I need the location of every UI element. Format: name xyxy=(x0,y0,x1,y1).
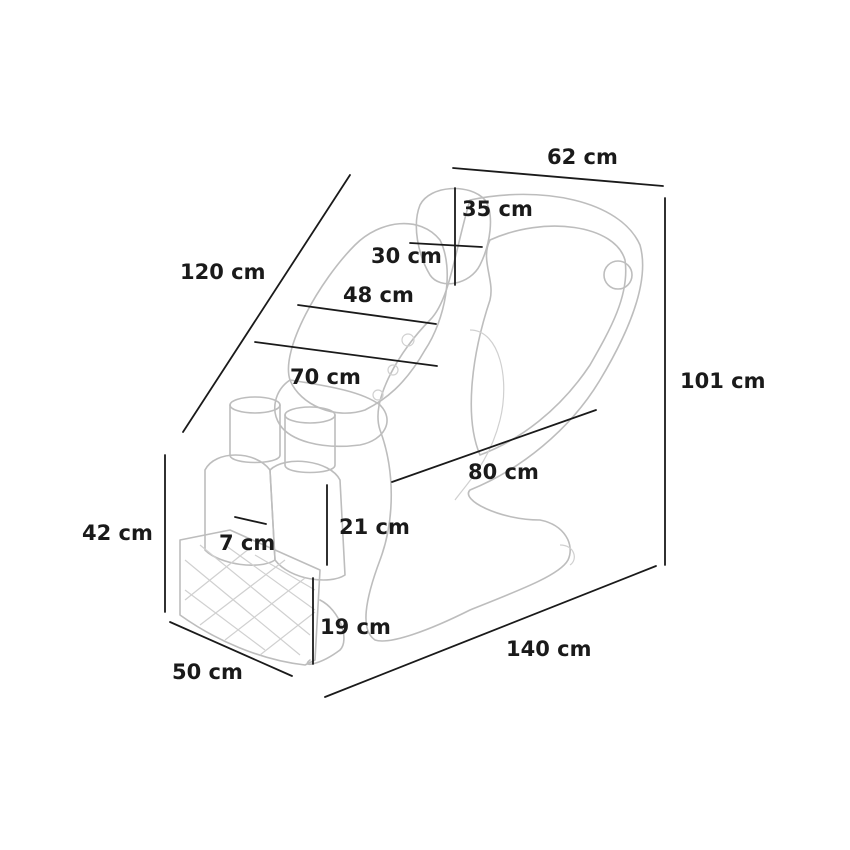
calf-tube-right-top xyxy=(284,406,336,424)
label-head-height: 35 cm xyxy=(462,197,533,221)
chair-outline xyxy=(179,187,644,666)
dim-footrest-width-line xyxy=(169,621,293,677)
label-footrest-height: 19 cm xyxy=(320,615,391,639)
leg-rest-right xyxy=(269,460,346,581)
label-seat-depth: 80 cm xyxy=(468,460,539,484)
roller-1 xyxy=(401,333,415,347)
label-shoulder-width: 48 cm xyxy=(343,283,414,307)
label-backrest-length: 120 cm xyxy=(180,260,265,284)
backrest xyxy=(287,222,448,414)
roller-2 xyxy=(387,364,399,376)
chair-base xyxy=(306,599,345,666)
label-leg-height: 21 cm xyxy=(339,515,410,539)
dim-leg-gap-line xyxy=(234,516,267,525)
side-panel xyxy=(470,225,627,456)
side-knob xyxy=(603,260,633,290)
label-footrest-width: 50 cm xyxy=(172,660,243,684)
dim-inner-line xyxy=(254,341,438,367)
dim-top-width-line xyxy=(452,167,664,187)
calf-tube-right xyxy=(284,414,336,474)
label-inner-width: 70 cm xyxy=(290,365,361,389)
side-shell xyxy=(365,193,644,642)
side-curve xyxy=(454,329,505,501)
label-overall-length: 140 cm xyxy=(506,637,591,661)
roller-3 xyxy=(372,389,384,401)
label-leg-gap: 7 cm xyxy=(219,531,275,555)
dim-seat-depth-line xyxy=(391,409,597,483)
dimension-lines xyxy=(164,167,666,698)
base-foot xyxy=(559,544,575,566)
calf-tube-left-top xyxy=(229,396,281,414)
dim-length-line xyxy=(324,565,657,698)
dimension-labels: 62 cm 35 cm 30 cm 48 cm 70 cm 120 cm 101… xyxy=(82,145,765,684)
footrest-quilt xyxy=(184,544,316,656)
label-head-width: 30 cm xyxy=(371,244,442,268)
dim-shoulder-line xyxy=(297,304,437,325)
dim-head-width-line xyxy=(409,242,483,248)
seat-cushion xyxy=(274,379,388,448)
label-seat-height: 42 cm xyxy=(82,521,153,545)
label-top-width: 62 cm xyxy=(547,145,618,169)
headrest xyxy=(415,187,492,285)
dim-backrest-line xyxy=(182,174,351,433)
label-overall-height: 101 cm xyxy=(680,369,765,393)
